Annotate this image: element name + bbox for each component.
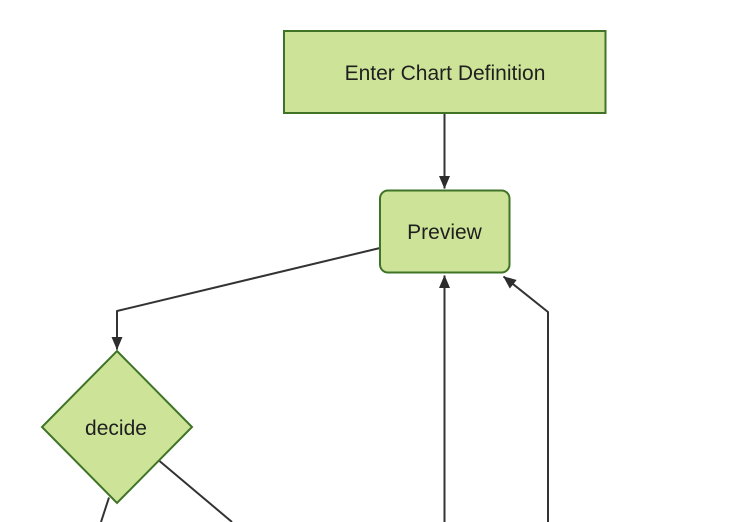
node-decide-label: decide: [85, 417, 147, 440]
node-enter-chart-definition-label: Enter Chart Definition: [345, 62, 546, 85]
node-preview-shape: [379, 189, 511, 274]
node-enter-chart-definition: Enter Chart Definition: [283, 30, 607, 114]
node-decide-shape: [40, 349, 194, 505]
edge-decide-to-offscreen-bottom-left: [100, 497, 110, 522]
edge-preview-to-decide: [111, 247, 381, 350]
node-preview-label: Preview: [407, 221, 483, 244]
node-enter-chart-definition-shape: [283, 30, 607, 114]
node-preview: Preview: [379, 189, 511, 274]
edge-layer: [100, 113, 549, 522]
node-decide: decide: [40, 349, 194, 505]
edge-decide-to-offscreen-bottom-right: [158, 460, 233, 522]
edge-offscreen-bottom-right-to-preview: [502, 275, 549, 522]
